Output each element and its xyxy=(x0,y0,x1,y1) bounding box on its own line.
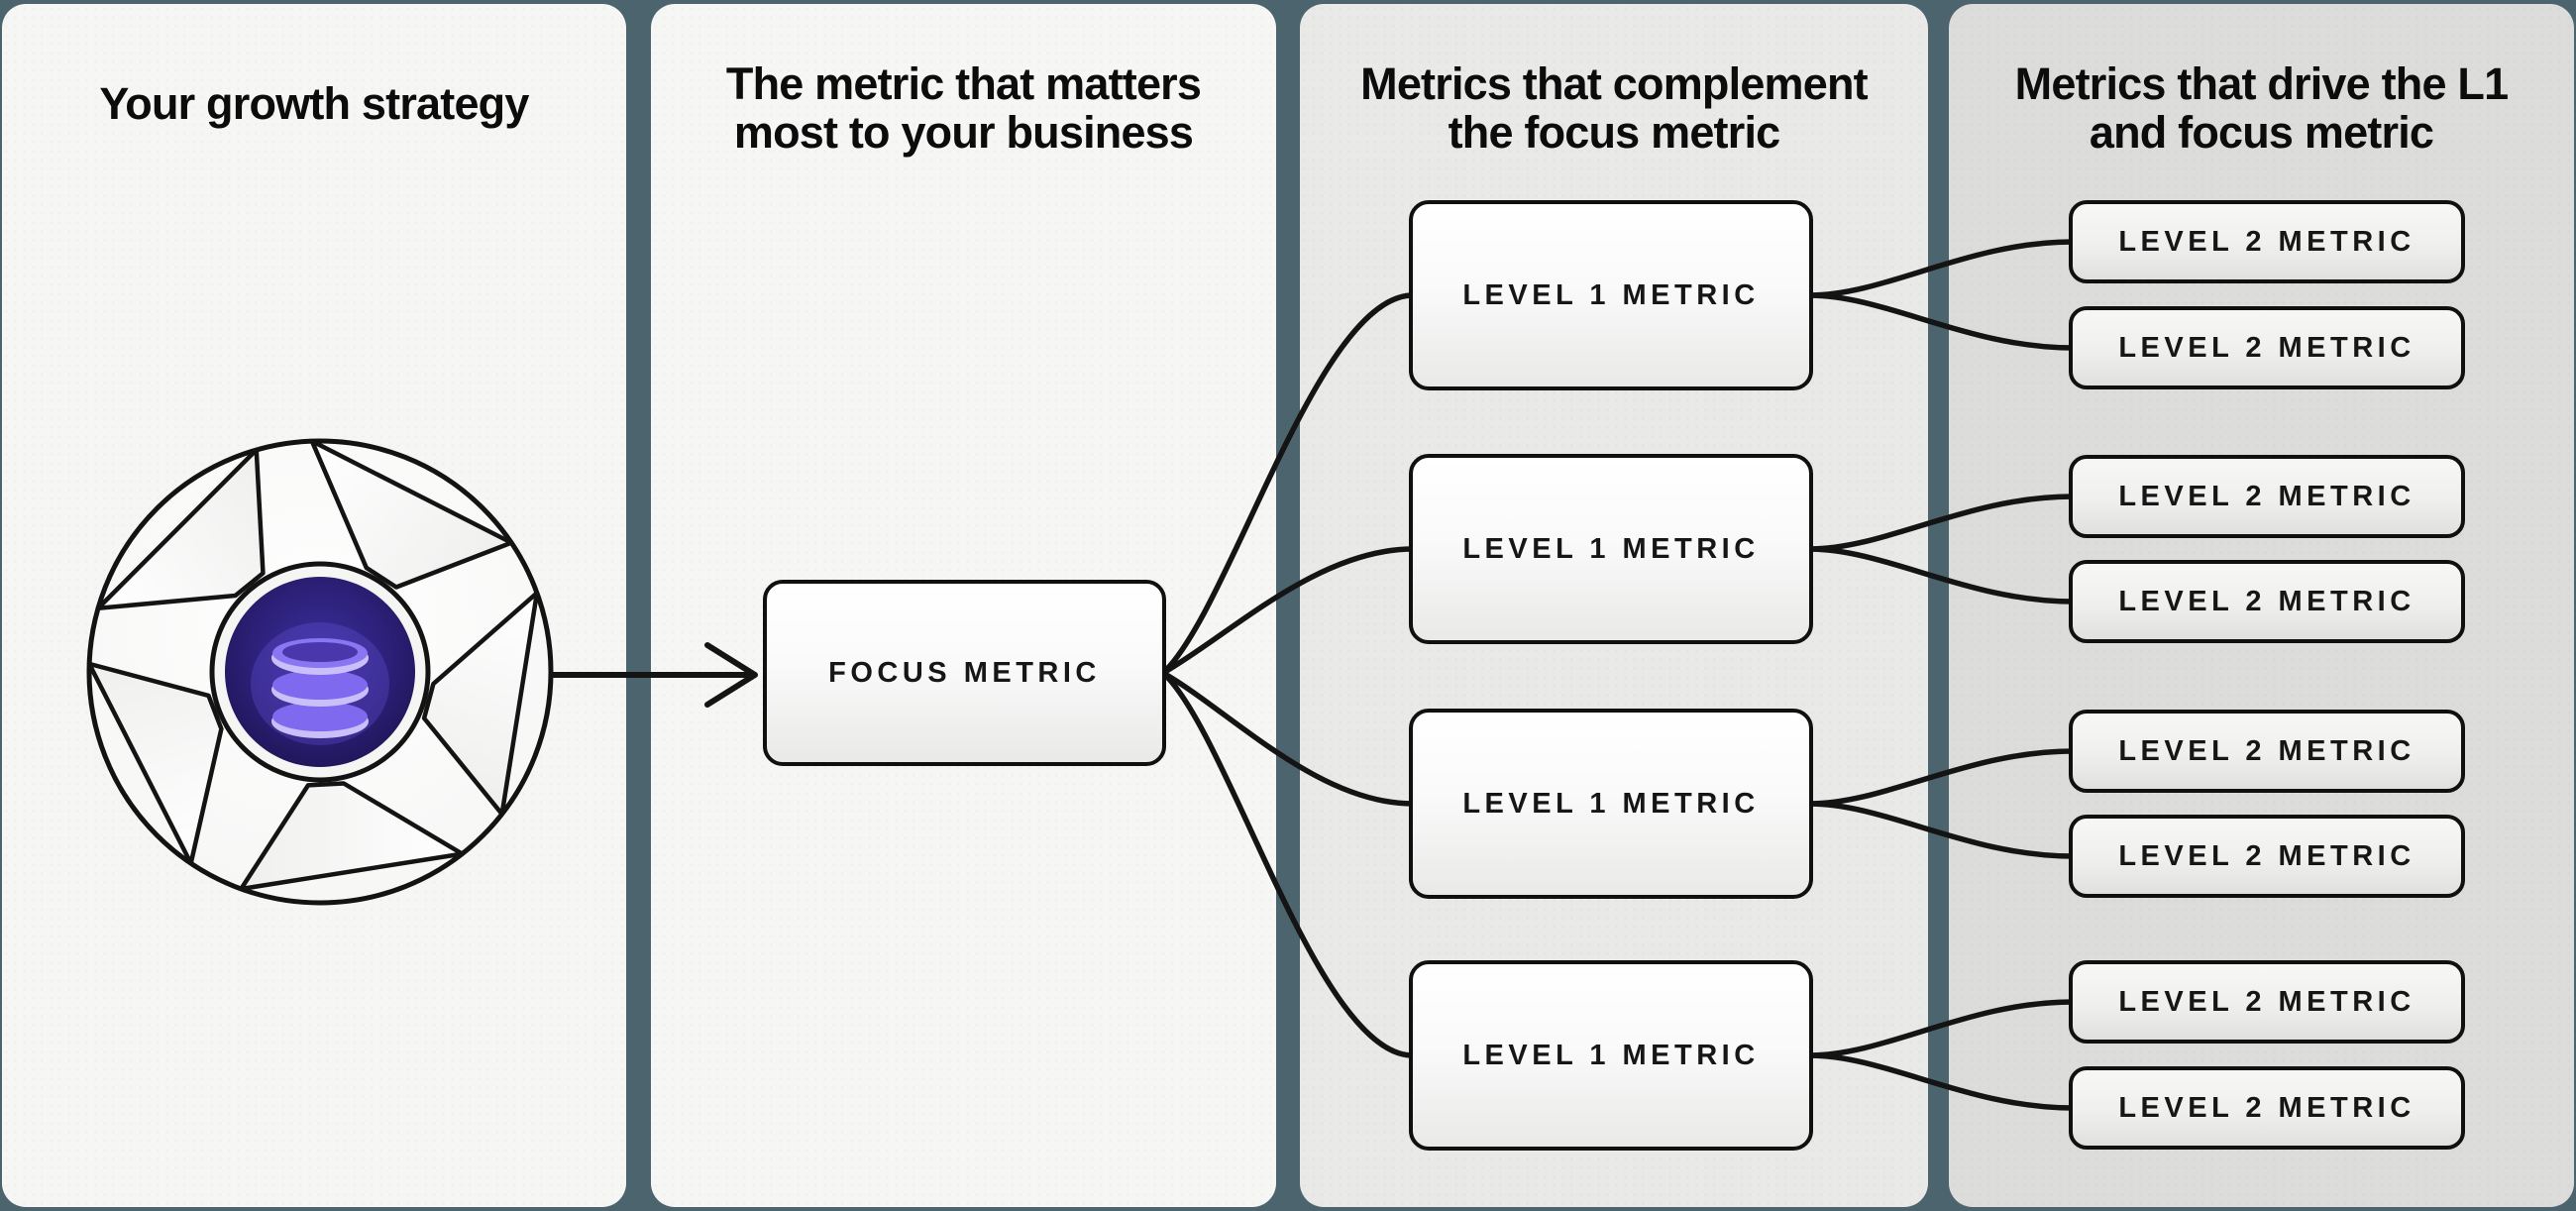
focus-metric-box: FOCUS METRIC xyxy=(763,580,1166,766)
level-1-metric-label: LEVEL 1 METRIC xyxy=(1462,532,1760,565)
column-title-growth-strategy: Your growth strategy xyxy=(2,79,626,128)
level-2-metric-box: LEVEL 2 METRIC xyxy=(2069,1066,2465,1150)
level-2-metric-label: LEVEL 2 METRIC xyxy=(2118,225,2415,258)
title-line: Your growth strategy xyxy=(99,78,529,129)
column-title-focus-metric: The metric that matters most to your bus… xyxy=(651,59,1276,157)
level-2-metric-label: LEVEL 2 METRIC xyxy=(2118,480,2415,512)
level-1-metric-label: LEVEL 1 METRIC xyxy=(1462,278,1760,311)
title-line: and focus metric xyxy=(2089,107,2434,158)
title-line: the focus metric xyxy=(1448,107,1781,158)
level-2-metric-label: LEVEL 2 METRIC xyxy=(2118,331,2415,364)
level-2-metric-box: LEVEL 2 METRIC xyxy=(2069,200,2465,283)
level-1-metric-box: LEVEL 1 METRIC xyxy=(1409,454,1813,644)
card-growth-strategy: Your growth strategy xyxy=(2,4,626,1207)
level-2-metric-label: LEVEL 2 METRIC xyxy=(2118,839,2415,872)
level-1-metric-box: LEVEL 1 METRIC xyxy=(1409,709,1813,899)
level-2-metric-label: LEVEL 2 METRIC xyxy=(2118,985,2415,1018)
level-1-metric-label: LEVEL 1 METRIC xyxy=(1462,1039,1760,1071)
level-2-metric-label: LEVEL 2 METRIC xyxy=(2118,734,2415,767)
title-line: Metrics that complement xyxy=(1360,58,1869,109)
level-2-metric-box: LEVEL 2 METRIC xyxy=(2069,306,2465,389)
level-2-metric-label: LEVEL 2 METRIC xyxy=(2118,585,2415,617)
level-2-metric-box: LEVEL 2 METRIC xyxy=(2069,815,2465,898)
focus-metric-label: FOCUS METRIC xyxy=(828,656,1101,689)
level-1-metric-box: LEVEL 1 METRIC xyxy=(1409,200,1813,390)
level-1-metric-label: LEVEL 1 METRIC xyxy=(1462,787,1760,820)
column-title-level-2: Metrics that drive the L1 and focus metr… xyxy=(1949,59,2574,157)
level-2-metric-label: LEVEL 2 METRIC xyxy=(2118,1091,2415,1124)
level-2-metric-box: LEVEL 2 METRIC xyxy=(2069,560,2465,643)
title-line: Metrics that drive the L1 xyxy=(2014,58,2509,109)
title-line: The metric that matters xyxy=(725,58,1202,109)
level-2-metric-box: LEVEL 2 METRIC xyxy=(2069,960,2465,1044)
level-2-metric-box: LEVEL 2 METRIC xyxy=(2069,710,2465,793)
title-line: most to your business xyxy=(733,107,1194,158)
column-title-level-1: Metrics that complement the focus metric xyxy=(1300,59,1928,157)
level-1-metric-box: LEVEL 1 METRIC xyxy=(1409,960,1813,1151)
level-2-metric-box: LEVEL 2 METRIC xyxy=(2069,455,2465,538)
